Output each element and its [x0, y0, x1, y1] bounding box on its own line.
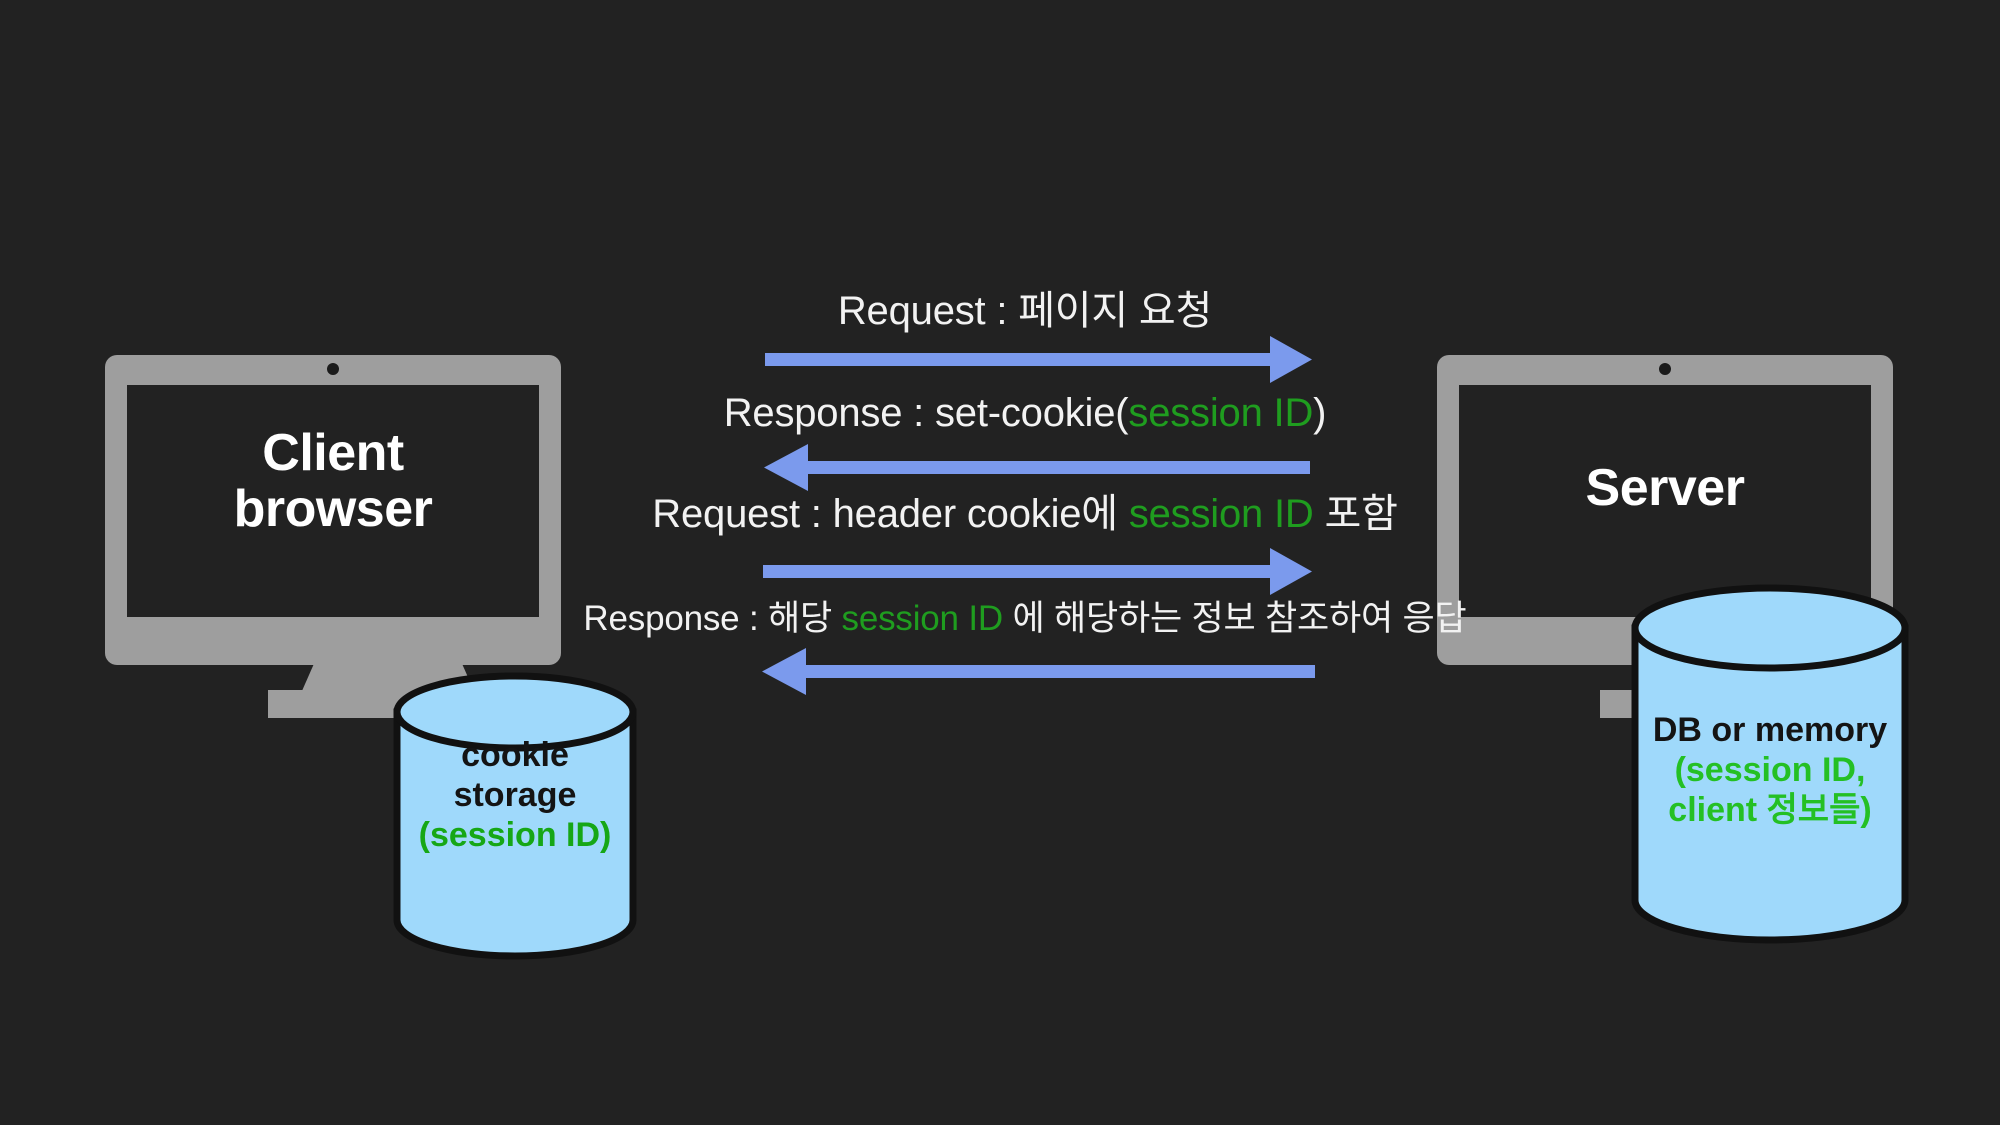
message-3-part-2: 포함 — [1313, 492, 1398, 536]
message-3-part-0: Request : header cookie에 — [652, 492, 1129, 536]
server-storage-label: DB or memory (session ID, client 정보들) — [1633, 710, 1907, 830]
server-storage-cylinder-top — [1631, 584, 1909, 672]
server-label-line1: Server — [1585, 459, 1745, 517]
server-storage-line2: (session ID, — [1674, 751, 1866, 790]
arrow-2-shaft — [808, 461, 1310, 474]
arrow-3-shaft — [763, 565, 1285, 578]
server-storage-line3: client 정보들) — [1668, 791, 1872, 830]
arrow-1-shaft — [765, 353, 1285, 366]
arrow-1-head — [1270, 336, 1312, 383]
message-1-part-0: Request : 페이지 요청 — [837, 289, 1213, 333]
message-4-highlight-session-id: session ID — [841, 599, 1004, 638]
arrow-4-head — [762, 648, 806, 695]
message-request-header-cookie: Request : header cookie에 session ID 포함 — [505, 492, 1545, 536]
cookie-storage-cylinder-top — [393, 672, 637, 752]
message-2-part-0: Response : set-cookie( — [723, 391, 1129, 435]
client-label: Client browser — [127, 425, 539, 537]
cookie-storage-line2: storage — [453, 776, 577, 815]
message-3-highlight-session-id: session ID — [1128, 492, 1314, 536]
cookie-storage-label: cookie storage (session ID) — [397, 735, 633, 855]
message-request-page: Request : 페이지 요청 — [525, 289, 1525, 333]
arrow-3-head — [1270, 548, 1312, 595]
arrow-response-session-lookup — [762, 648, 1315, 695]
server-storage-line1: DB or memory — [1652, 711, 1888, 749]
client-monitor-icon — [105, 355, 561, 718]
server-monitor-camera-icon — [1659, 363, 1671, 375]
cookie-storage-cylinder-body — [393, 708, 637, 960]
message-response-set-cookie: Response : set-cookie(session ID) — [525, 391, 1525, 435]
client-monitor-camera-icon — [327, 363, 339, 375]
client-label-line2: browser — [233, 480, 433, 539]
arrow-request-header-cookie — [763, 548, 1312, 595]
arrow-response-set-cookie — [764, 444, 1310, 491]
client-monitor-screen — [127, 385, 539, 617]
message-4-part-0: Response : 해당 — [583, 599, 842, 638]
cookie-storage-cylinder-icon — [393, 672, 637, 960]
cookie-storage-line3: (session ID) — [418, 816, 612, 855]
arrow-4-shaft — [806, 665, 1315, 678]
message-4-part-2: 에 해당하는 정보 참조하여 응답 — [1002, 599, 1467, 638]
arrow-request-page — [765, 336, 1312, 383]
cookie-storage-line1: cookie — [461, 736, 569, 774]
server-label: Server — [1459, 460, 1871, 516]
message-response-session-lookup: Response : 해당 session ID 에 해당하는 정보 참조하여 … — [480, 600, 1570, 638]
server-storage-cylinder-body — [1631, 624, 1909, 944]
arrow-2-head — [764, 444, 808, 491]
server-monitor-screen — [1459, 385, 1871, 617]
message-2-highlight-session-id: session ID — [1128, 391, 1314, 435]
client-label-line1: Client — [262, 424, 404, 482]
server-storage-cylinder-icon — [1631, 584, 1909, 944]
message-2-part-2: ) — [1313, 391, 1327, 435]
